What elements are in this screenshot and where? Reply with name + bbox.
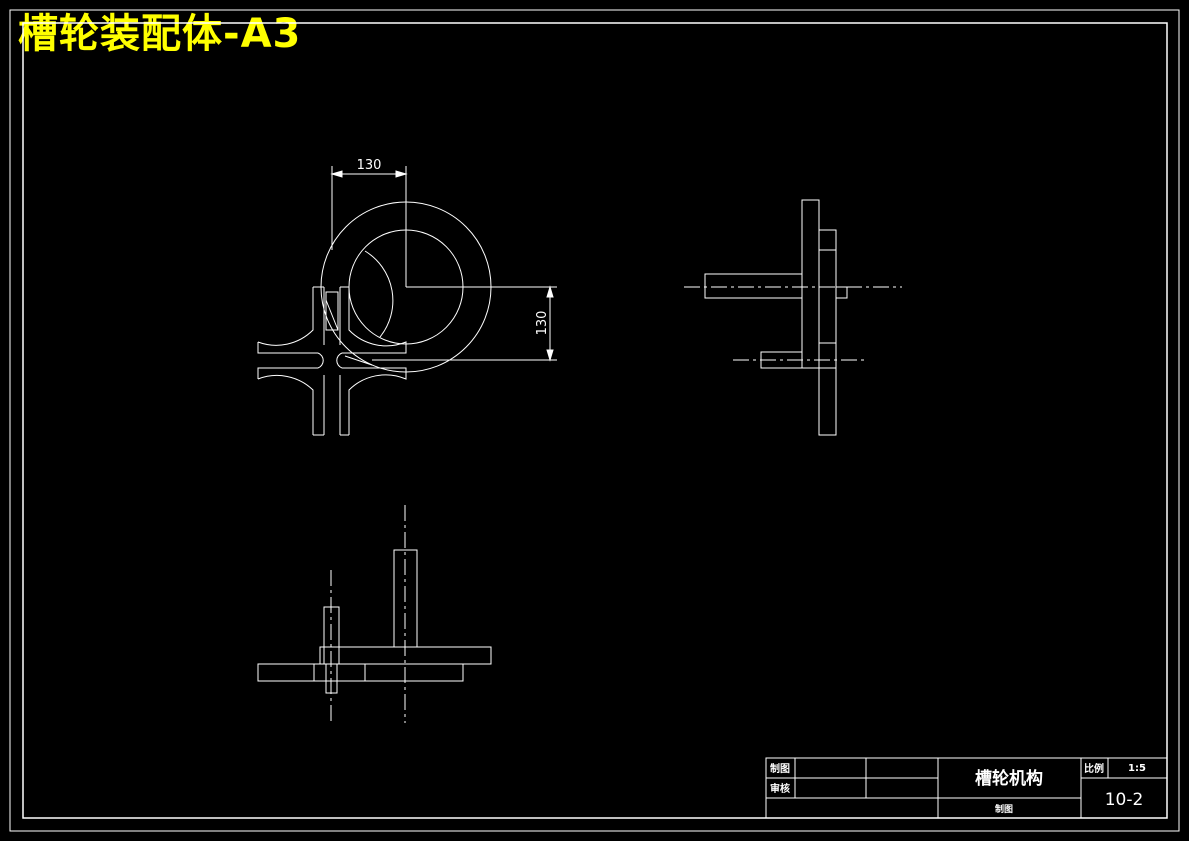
geneva-wheel-quadrant-br — [342, 367, 407, 435]
side-driver-hub-upper — [818, 229, 837, 251]
tb-scale-value: 1:5 — [1128, 763, 1146, 774]
slot-end-top — [313, 286, 349, 345]
outer-border — [9, 9, 1180, 832]
slot-end-left — [317, 352, 324, 369]
geneva-wheel-quadrant-tr — [342, 287, 407, 354]
slot-end-bottom — [313, 375, 349, 436]
dimension-vertical: 130 — [372, 285, 557, 362]
tb-reviewer-label: 审核 — [770, 782, 790, 795]
geneva-wheel-quadrant-bl — [257, 367, 318, 435]
tb-drafter-label: 制图 — [770, 762, 790, 775]
pin-link — [344, 355, 373, 366]
dim-v-arrow-bottom — [546, 349, 554, 362]
side-view — [684, 199, 902, 436]
slot-end-right — [336, 352, 343, 369]
title-block-text: 制图 审核 槽轮机构 制图 比例 1:5 10-2 — [770, 762, 1146, 815]
drawing-title: 槽轮装配体-A3 — [18, 11, 302, 57]
dim-v-text: 130 — [535, 311, 550, 336]
tb-drawing-number: 10-2 — [1105, 790, 1144, 810]
title-block — [765, 757, 1168, 819]
dim-h-arrow-right — [395, 170, 408, 178]
title-block-frame — [765, 757, 1168, 819]
tb-scale-label: 比例 — [1084, 762, 1104, 775]
dimension-horizontal: 130 — [330, 158, 408, 250]
dim-v-arrow-top — [546, 285, 554, 298]
side-shaft-collar — [835, 286, 848, 299]
dim-h-arrow-left — [330, 170, 343, 178]
side-shaft-upper — [704, 273, 803, 299]
tb-drafting-label: 制图 — [995, 803, 1013, 815]
tb-part-name: 槽轮机构 — [975, 768, 1043, 789]
side-wheel-plate — [801, 199, 820, 369]
sheet-border — [9, 9, 1180, 832]
inner-border — [22, 22, 1168, 819]
top-wheel-plate — [257, 663, 464, 682]
side-pin — [818, 342, 837, 369]
top-view — [257, 505, 492, 723]
dim-h-text: 130 — [357, 158, 382, 173]
locking-crescent — [364, 250, 394, 338]
pin-hatch — [325, 299, 339, 331]
geneva-wheel-quadrant-tl — [257, 287, 318, 354]
front-view — [257, 201, 492, 436]
